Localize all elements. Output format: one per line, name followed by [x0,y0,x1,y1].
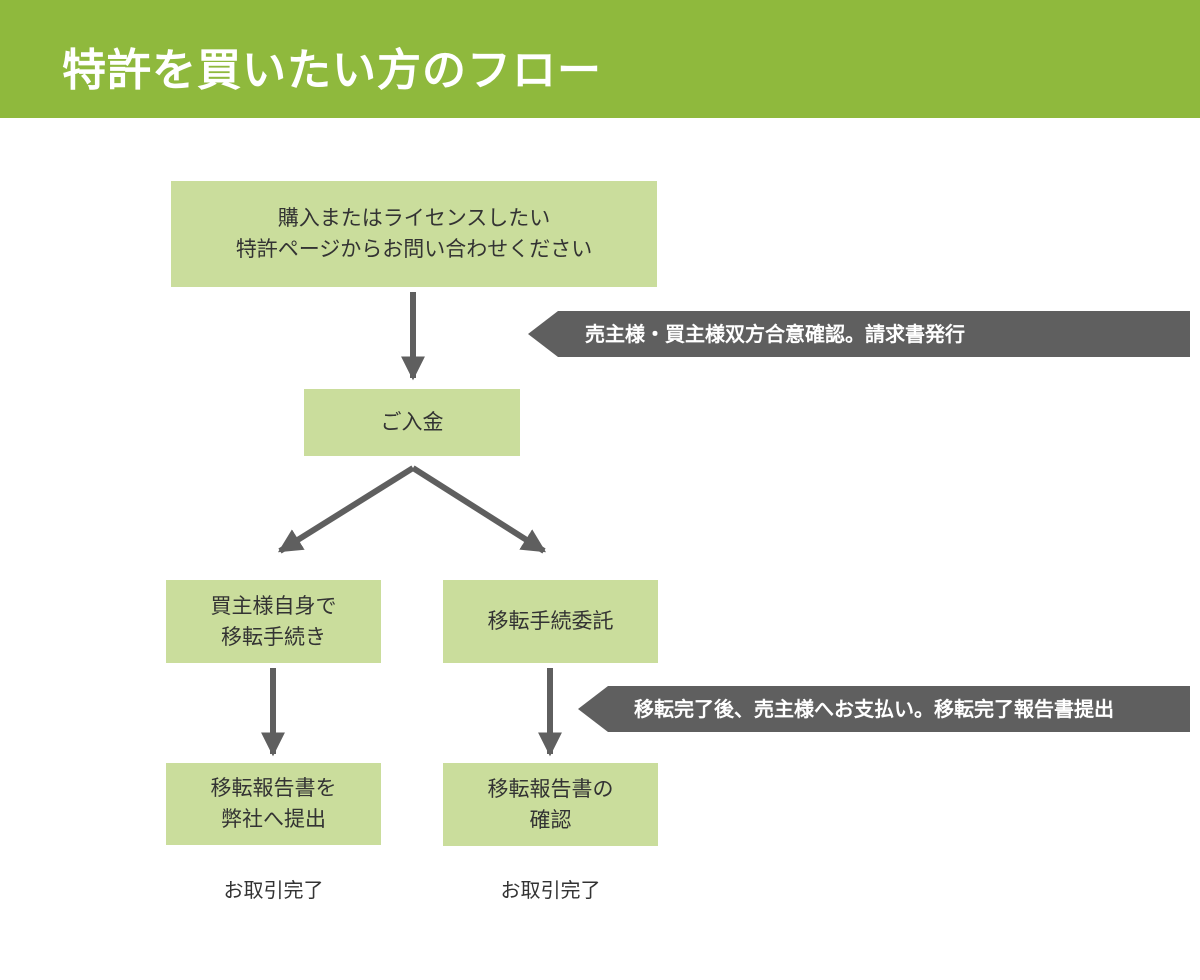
outcome-left-label: お取引完了 [223,878,324,902]
step-delegated-transfer-label: 移転手続委託 [487,609,614,633]
page-header: 特許を買いたい方のフロー [0,0,1200,118]
step-confirm-report-box: 移転報告書の 確認 [443,763,658,846]
step-confirm-report-line1: 移転報告書の [487,776,614,801]
step-submit-report-line1: 移転報告書を [210,776,337,800]
step-payment-label: ご入金 [380,410,444,434]
step-confirm-report-line2: 確認 [529,807,572,832]
outcome-right-label: お取引完了 [500,878,601,902]
arrow-payment-to-self-transfer [277,465,415,554]
step-delegated-transfer-box: 移転手続委託 [443,580,658,663]
agreement-note-banner [528,311,1190,357]
step-contact-box: 購入またはライセンスしたい 特許ページからお問い合わせください [171,181,657,287]
step-contact-line1: 購入またはライセンスしたい [277,206,551,230]
agreement-note-text: 売主様・買主様双方合意確認。請求書発行 [585,322,965,346]
step-self-transfer-line1: 買主様自身で [210,593,337,618]
step-self-transfer-line2: 移転手続き [221,624,326,649]
page-title: 特許を買いたい方のフロー [62,45,602,96]
post-transfer-note-banner [578,686,1190,732]
arrow-payment-to-delegated-transfer [411,465,547,554]
step-submit-report-line2: 弊社へ提出 [221,807,326,831]
post-transfer-note-text: 移転完了後、売主様へお支払い。移転完了報告書提出 [634,697,1114,721]
step-self-transfer-box: 買主様自身で 移転手続き [166,580,381,663]
step-payment-box: ご入金 [304,389,520,456]
step-contact-line2: 特許ページからお問い合わせください [235,237,593,261]
step-submit-report-box: 移転報告書を 弊社へ提出 [166,763,381,845]
